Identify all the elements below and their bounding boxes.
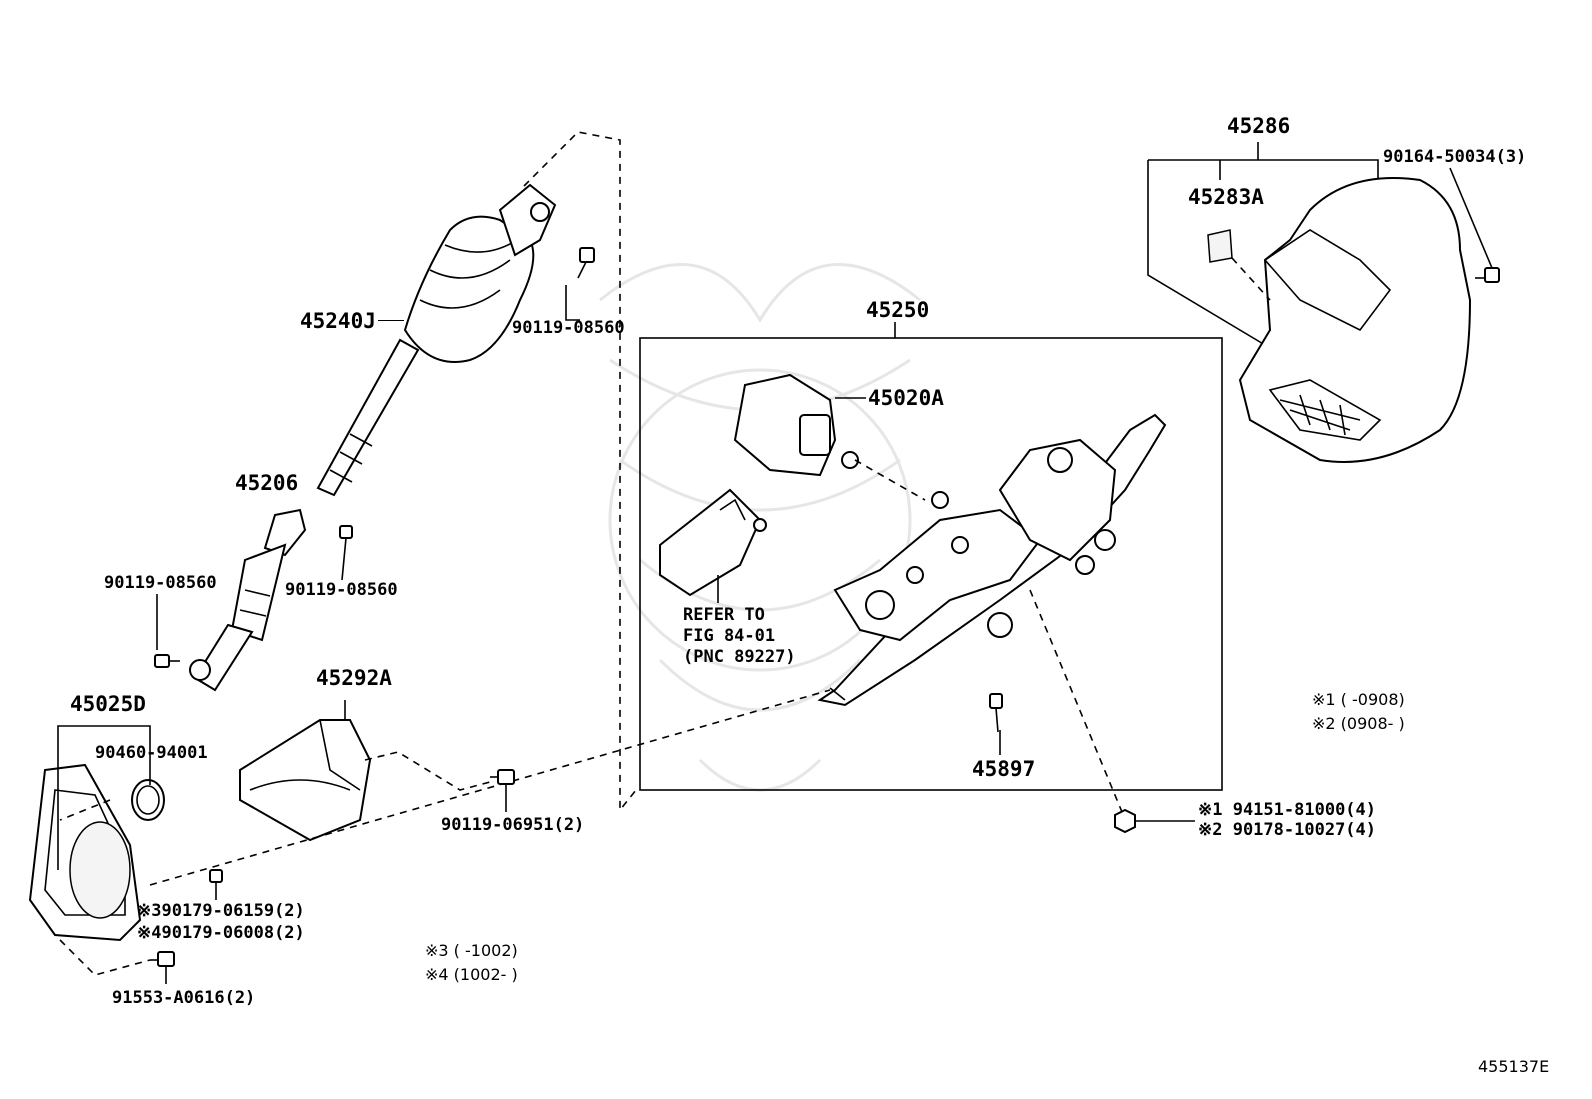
assembly-line-5 [59, 939, 151, 976]
part-label-90179-06008: ※490179-06008(2) [137, 923, 305, 943]
note-2: ※2 (0908- ) [1312, 714, 1405, 733]
nut-90179-icon [209, 869, 223, 900]
part-label-45283A: 45283A [1188, 185, 1264, 209]
note-4: ※4 (1002- ) [425, 965, 518, 984]
intermediate-shaft-drawing [316, 183, 557, 497]
assembly-line-6 [854, 459, 926, 501]
bolt-90119-top-icon [565, 247, 595, 321]
bolt-91553-icon [150, 951, 175, 984]
part-label-90119-08560-a: 90119-08560 [512, 318, 625, 338]
note-1: ※1 ( -0908) [1312, 690, 1405, 709]
steering-lock-45020A-drawing [733, 373, 859, 477]
assembly-box-45250 [639, 337, 1223, 791]
assembly-line-8 [1231, 257, 1271, 301]
bolt-45897-icon [989, 693, 1003, 755]
refer-line-3: (PNC 89227) [683, 647, 796, 667]
assembly-line-7 [1029, 589, 1123, 813]
refer-line-2: FIG 84-01 [683, 626, 776, 646]
assembly-line-4 [149, 689, 831, 886]
label-sticker-45283A-icon [1207, 229, 1233, 263]
figure-code: 455137E [1478, 1057, 1550, 1076]
ecu-module-drawing [659, 488, 767, 597]
bracket-45286 [1148, 159, 1379, 178]
steering-column-drawing [817, 413, 1167, 707]
part-label-94151-81000: ※1 94151-81000(4) [1198, 800, 1377, 820]
bolt-90119-mid-icon [339, 525, 353, 581]
assembly-line-3 [364, 751, 491, 791]
leader-line [378, 320, 404, 321]
part-label-45240J: 45240J [300, 309, 376, 333]
part-label-90119-08560-c: 90119-08560 [285, 580, 398, 600]
part-label-45206: 45206 [235, 471, 299, 495]
part-label-45286: 45286 [1227, 114, 1291, 138]
refer-line-1: REFER TO [683, 605, 765, 625]
part-label-90119-06951: 90119-06951(2) [441, 815, 585, 835]
part-label-91553-A0616: 91553-A0616(2) [112, 988, 256, 1008]
part-label-45897: 45897 [972, 757, 1036, 781]
column-cover-45292A-drawing [239, 719, 372, 842]
note-3: ※3 ( -1002) [425, 941, 518, 960]
part-label-90164-50034: 90164-50034(3) [1383, 147, 1527, 167]
bracket-45025D [57, 725, 151, 870]
nut-94151-icon [1114, 808, 1195, 834]
part-label-45025D: 45025D [70, 692, 146, 716]
part-label-90179-06159: ※390179-06159(2) [137, 901, 305, 921]
part-label-45250: 45250 [866, 298, 930, 322]
screw-90164-icon [1449, 167, 1500, 283]
part-label-45020A: 45020A [868, 386, 944, 410]
part-label-90460-94001: 90460-94001 [95, 743, 208, 763]
bolt-90119-06951-icon [490, 769, 515, 812]
column-cover-45286-drawing [1238, 177, 1472, 463]
bolt-90119-left-icon [154, 594, 180, 668]
assembly-line-2 [59, 799, 111, 821]
part-label-90178-10027: ※2 90178-10027(4) [1198, 820, 1377, 840]
part-label-45292A: 45292A [316, 666, 392, 690]
sliding-yoke-drawing [189, 508, 307, 692]
assembly-line-1 [523, 131, 637, 813]
part-label-90119-08560-b: 90119-08560 [104, 573, 217, 593]
